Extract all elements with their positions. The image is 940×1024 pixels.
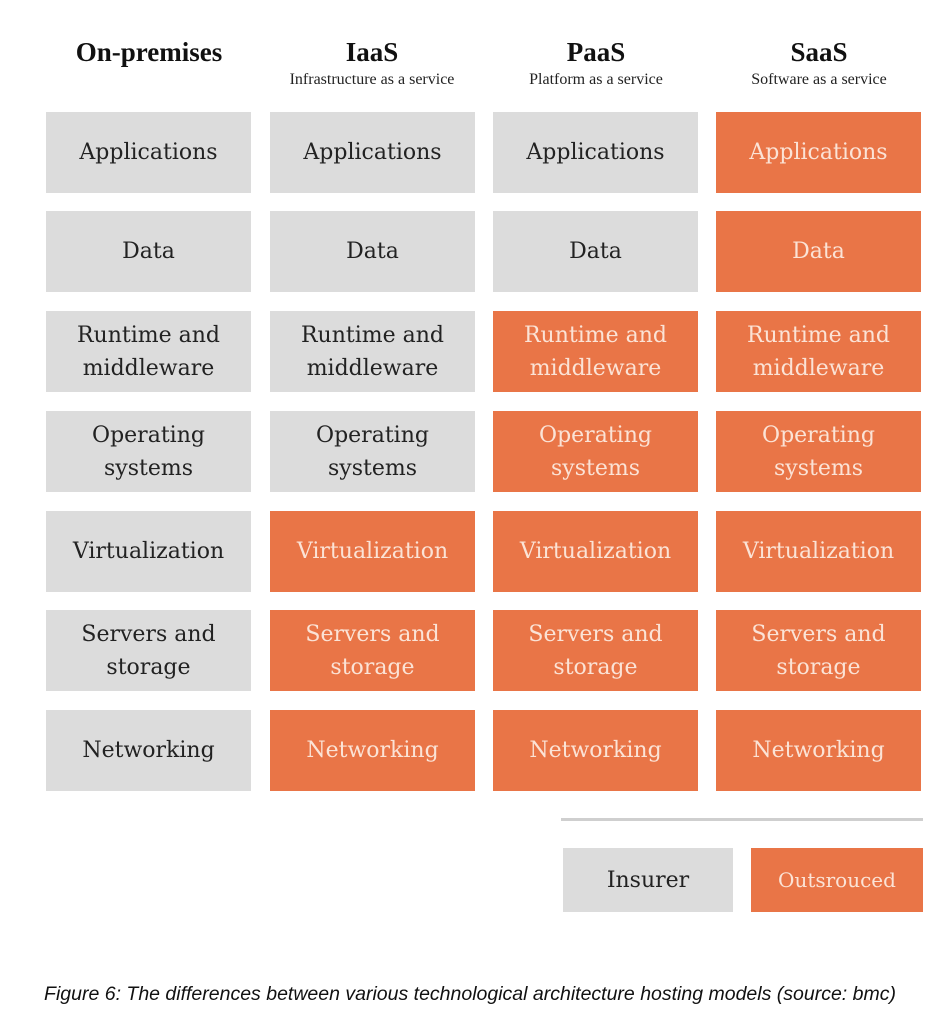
column-subtitle: Platform as a service (529, 71, 663, 88)
column-header-saas: SaaS Software as a service (704, 36, 934, 92)
cell-paas-networking: Networking (493, 710, 698, 791)
cell-saas-networking: Networking (716, 710, 921, 791)
column-title: SaaS (790, 37, 848, 67)
cell-on-premises-networking: Networking (46, 710, 251, 791)
legend-divider (561, 818, 923, 821)
column-subtitle: Software as a service (751, 71, 887, 88)
cell-saas-data: Data (716, 211, 921, 292)
cell-saas-virtualization: Virtualization (716, 511, 921, 592)
cell-on-premises-applications: Applications (46, 112, 251, 193)
cell-paas-data: Data (493, 211, 698, 292)
cell-iaas-applications: Applications (270, 112, 475, 193)
column-title: PaaS (566, 37, 626, 67)
figure-caption: Figure 6: The differences between variou… (44, 983, 896, 1005)
cell-on-premises-data: Data (46, 211, 251, 292)
cell-iaas-networking: Networking (270, 710, 475, 791)
column-header-on-premises: On-premises (34, 36, 264, 68)
column-title: IaaS (345, 37, 399, 67)
cell-iaas-virtualization: Virtualization (270, 511, 475, 592)
cell-paas-applications: Applications (493, 112, 698, 193)
cell-on-premises-virtualization: Virtualization (46, 511, 251, 592)
column-header-paas: PaaS Platform as a service (481, 36, 711, 92)
cell-saas-applications: Applications (716, 112, 921, 193)
cell-iaas-data: Data (270, 211, 475, 292)
cell-paas-virtualization: Virtualization (493, 511, 698, 592)
column-header-iaas: IaaS Infrastructure as a service (257, 36, 487, 92)
column-title: On-premises (75, 37, 223, 67)
legend-insurer: Insurer (563, 848, 733, 912)
column-subtitle: Infrastructure as a service (289, 71, 455, 88)
legend-outsourced: Outsrouced (751, 848, 923, 912)
